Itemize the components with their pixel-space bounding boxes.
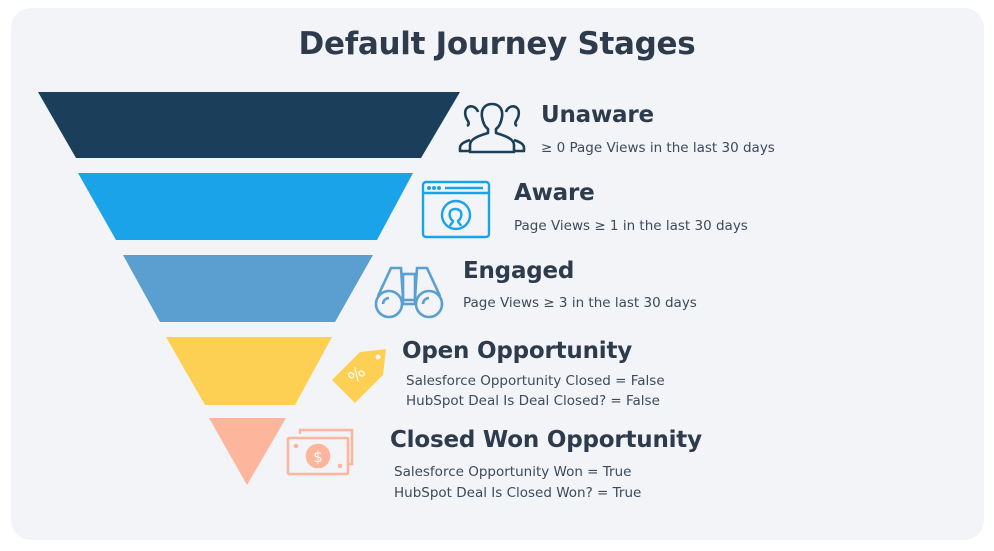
page-title: Default Journey Stages bbox=[298, 26, 696, 62]
stage-title-open-opportunity: Open Opportunity bbox=[402, 338, 633, 364]
funnel-stage-unaware bbox=[38, 92, 460, 158]
svg-text:$: $ bbox=[313, 448, 323, 466]
stage-title-engaged: Engaged bbox=[463, 258, 575, 284]
stage-title-unaware: Unaware bbox=[541, 102, 654, 128]
stage-criteria-aware: Page Views ≥ 1 in the last 30 days bbox=[514, 218, 748, 234]
users-icon bbox=[458, 102, 526, 154]
funnel-stage-aware bbox=[78, 173, 413, 240]
stage-criteria-closed-won-2: HubSpot Deal Is Closed Won? = True bbox=[394, 485, 642, 501]
stage-title-aware: Aware bbox=[514, 180, 595, 206]
price-tag-icon: % bbox=[332, 349, 386, 403]
stage-title-closed-won-opportunity: Closed Won Opportunity bbox=[390, 427, 702, 453]
stage-criteria-unaware: ≥ 0 Page Views in the last 30 days bbox=[541, 140, 775, 156]
browser-user-icon bbox=[421, 180, 491, 239]
funnel-stage-open-opportunity bbox=[166, 337, 332, 405]
stage-criteria-closed-won-1: Salesforce Opportunity Won = True bbox=[394, 464, 632, 480]
stage-criteria-engaged: Page Views ≥ 3 in the last 30 days bbox=[463, 295, 697, 311]
binoculars-icon bbox=[374, 266, 444, 319]
funnel-stage-closed-won bbox=[209, 418, 286, 485]
money-icon: $ bbox=[286, 428, 354, 476]
funnel-stage-engaged bbox=[123, 255, 373, 322]
stage-criteria-open-opportunity-2: HubSpot Deal Is Deal Closed? = False bbox=[406, 393, 660, 409]
stage-criteria-open-opportunity-1: Salesforce Opportunity Closed = False bbox=[406, 373, 665, 389]
